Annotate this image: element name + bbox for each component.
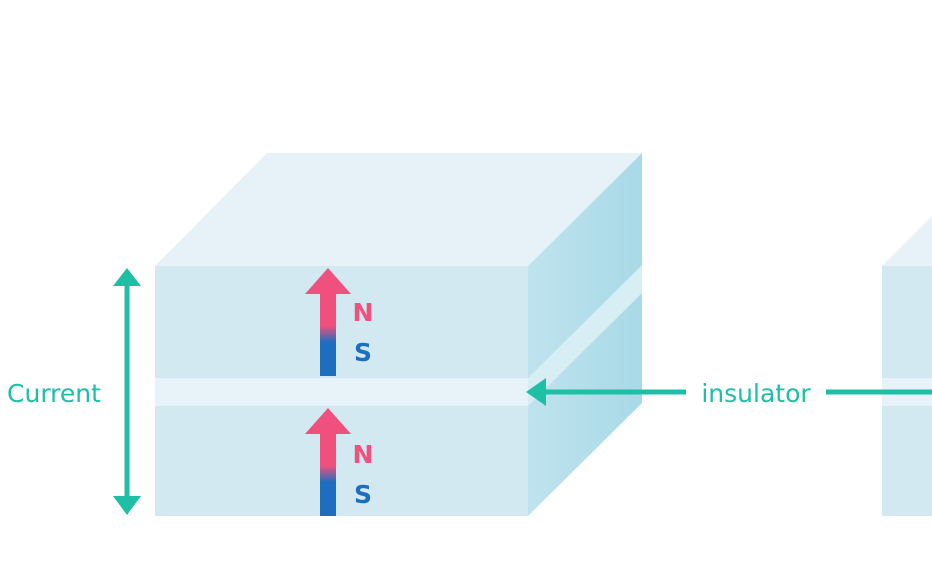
second-layer-stack xyxy=(882,216,932,516)
current-label: Current xyxy=(7,379,101,408)
second-stack-lower-layer xyxy=(882,406,932,516)
lower-ferromagnet-layer xyxy=(155,406,528,516)
second-stack-top-face xyxy=(882,216,932,266)
insulator-pointer-icon xyxy=(526,378,932,406)
north-label-lower: N xyxy=(353,440,374,469)
south-label-lower: S xyxy=(354,480,372,509)
south-label-upper: S xyxy=(354,338,372,367)
lower-magnet-arrow-icon xyxy=(305,408,351,516)
insulator-side-band xyxy=(528,265,642,406)
upper-magnet-arrow-icon xyxy=(305,268,351,376)
second-stack-upper-layer xyxy=(882,266,932,378)
current-arrow-icon xyxy=(113,268,141,515)
insulator-label: insulator xyxy=(701,379,811,408)
north-label-upper: N xyxy=(353,298,374,327)
insulator-layer xyxy=(155,378,528,406)
upper-ferromagnet-layer xyxy=(155,266,528,378)
layer-stack xyxy=(155,153,642,516)
stack-top-face xyxy=(155,153,642,266)
